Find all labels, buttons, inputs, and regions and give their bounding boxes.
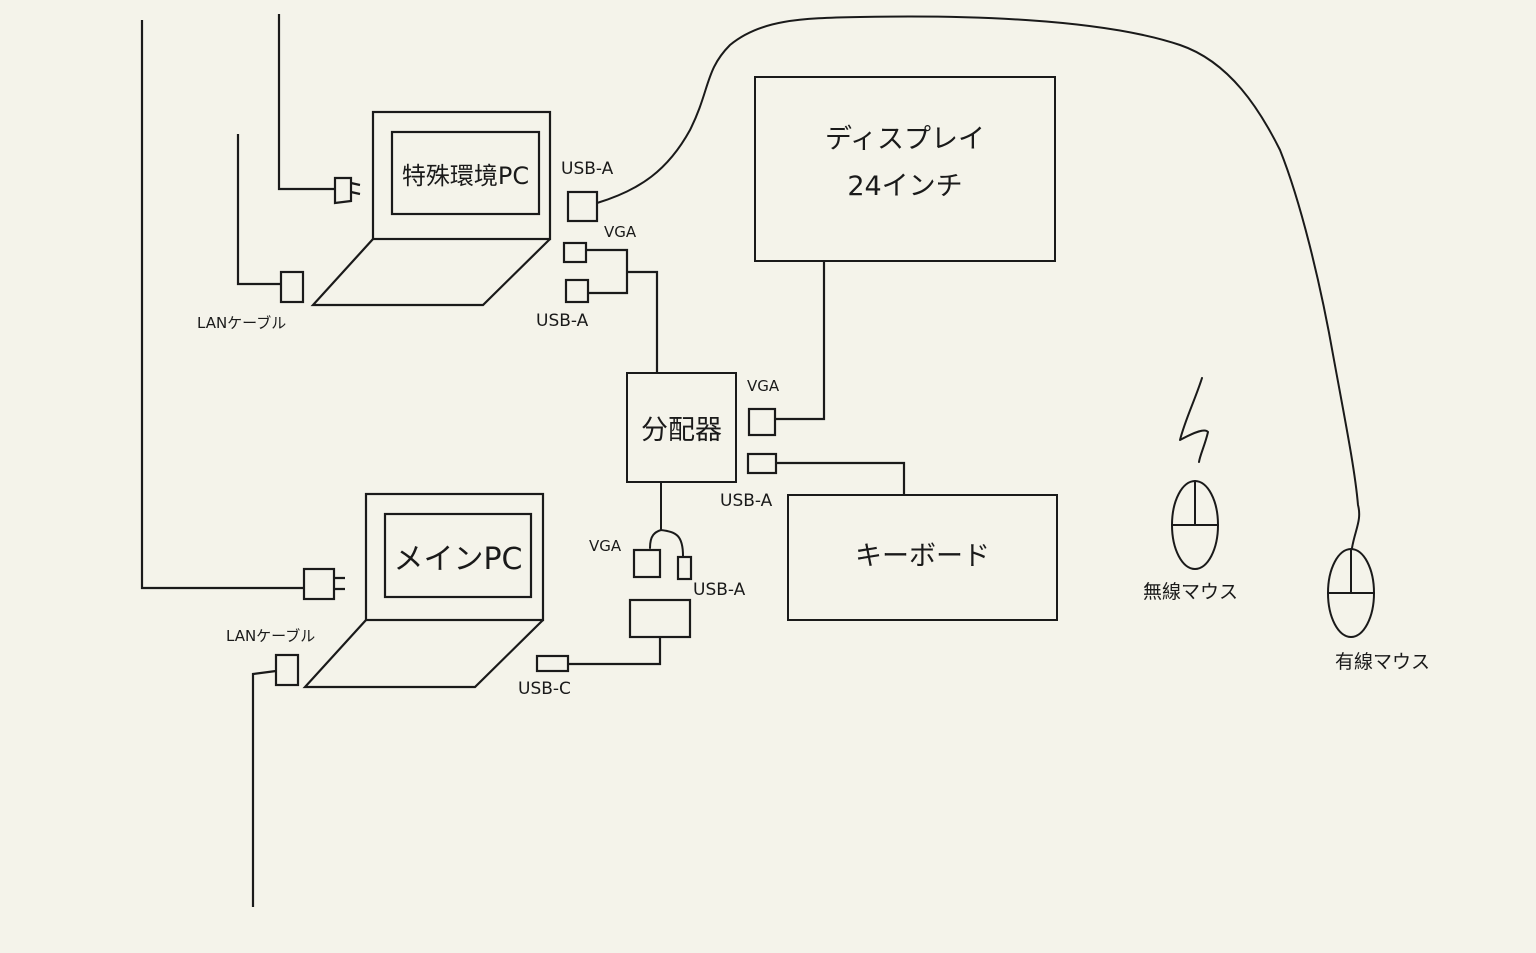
main-pc-screen: メインPC [385, 514, 531, 597]
display-vga-cable [775, 261, 826, 421]
display-box: ディスプレイ 24インチ [754, 76, 1056, 262]
lan-cable-label: LANケーブル [197, 314, 287, 332]
usb-a-port-icon [564, 278, 590, 304]
special-pc-screen: 特殊環境PC [392, 132, 539, 214]
special-pc-label: 特殊環境PC [401, 161, 530, 190]
port-label-usb-c: USB-C [518, 679, 571, 699]
port-label-usb-a: USB-A [561, 159, 614, 179]
keyboard-usb-cable [776, 461, 906, 494]
port-label-usb-a: USB-A [720, 491, 773, 511]
keyboard-box: キーボード [787, 494, 1058, 621]
special-pc-laptop-icon [310, 110, 552, 307]
usb-a-port-icon [676, 555, 693, 581]
vga-port-icon [747, 407, 777, 437]
lan-cable-icon [236, 134, 305, 304]
vga-port-icon [562, 241, 588, 264]
display-label-line1: ディスプレイ [824, 123, 986, 155]
power-plug-icon [140, 20, 345, 601]
main-pc-cable [649, 482, 684, 557]
port-label-vga: VGA [604, 223, 637, 241]
vga-port-icon [632, 548, 662, 579]
usb-a-port-icon [746, 452, 778, 475]
wireless-mouse-label: 無線マウス [1143, 581, 1239, 603]
port-label-vga: VGA [747, 377, 780, 395]
wired-mouse-label: 有線マウス [1335, 651, 1431, 673]
usb-c-cable [568, 637, 662, 666]
usb-a-port-icon [566, 190, 599, 223]
power-plug-icon [277, 14, 361, 205]
port-label-usb-a: USB-A [536, 311, 589, 331]
usb-c-adapter-icon [628, 598, 692, 639]
wired-mouse-icon [1327, 548, 1375, 638]
port-label-usb-a: USB-A [693, 580, 746, 600]
wireless-signal-icon [1179, 377, 1209, 463]
switcher-label: 分配器 [641, 415, 722, 446]
display-label-line2: 24インチ [847, 171, 963, 202]
lan-cable-label: LANケーブル [226, 627, 316, 645]
port-label-vga: VGA [589, 537, 622, 555]
main-pc-label: メインPC [393, 541, 523, 577]
switcher-box: 分配器 [626, 372, 737, 483]
wireless-mouse-icon [1171, 480, 1219, 570]
wired-mouse-cable [596, 15, 1361, 549]
main-pc-laptop-icon [302, 492, 545, 689]
keyboard-label: キーボード [855, 541, 990, 572]
lan-cable-icon [251, 653, 300, 907]
usb-c-port-icon [535, 654, 570, 673]
vga-usb-cable [586, 248, 659, 372]
